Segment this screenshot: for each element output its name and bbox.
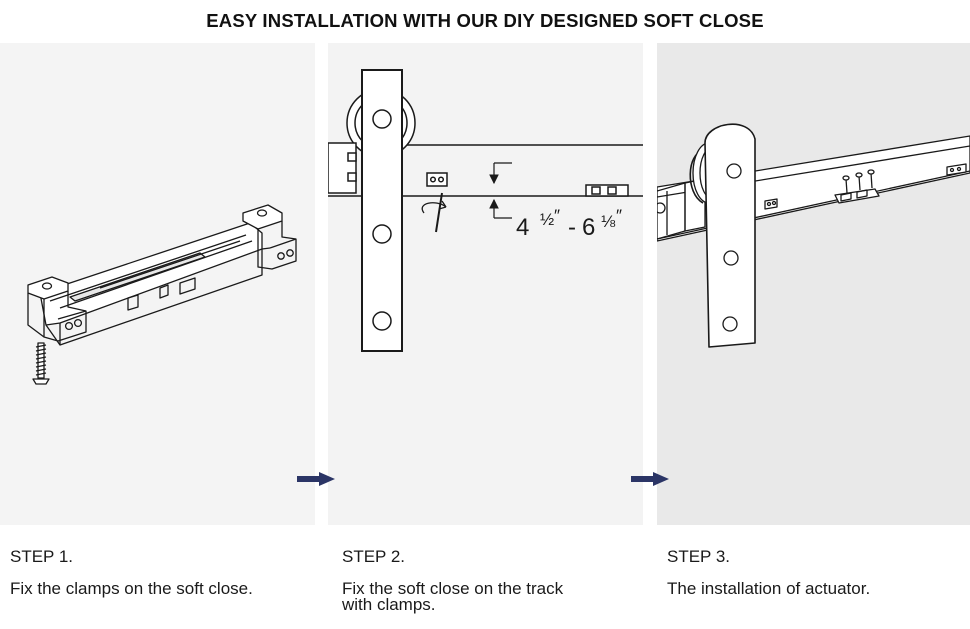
step3-description: The installation of actuator.: [667, 579, 871, 598]
step2-illustration: 4 ½ ″ - 6 ⅛ ″: [328, 43, 643, 525]
step1-heading: STEP 1.: [10, 547, 73, 566]
dimension-to-fraction: ⅛: [601, 212, 616, 231]
soft-close-clamps-drawing: [27, 204, 297, 385]
dimension-from-fraction: ½: [540, 210, 554, 229]
step2-heading: STEP 2.: [342, 547, 405, 566]
step3-illustration: [657, 43, 970, 525]
dimension-separator: -: [568, 214, 576, 241]
dimension-from-whole: 4: [516, 214, 529, 241]
step3-caption: STEP 3. The installation of actuator.: [667, 533, 870, 613]
step1-illustration: [0, 43, 315, 525]
dimension-from-unit: ″: [554, 206, 560, 225]
actuator-drawing: [657, 123, 970, 348]
dimension-to-whole: 6: [582, 214, 595, 241]
step2-description: Fix the soft close on the track with cla…: [342, 579, 564, 614]
track-mount-drawing: 4 ½ ″ - 6 ⅛ ″: [328, 69, 643, 352]
right-arrow-icon: [631, 472, 669, 486]
step1-caption: STEP 1. Fix the clamps on the soft close…: [10, 533, 253, 613]
dimension-to-unit: ″: [616, 206, 622, 225]
page-title: EASY INSTALLATION WITH OUR DIY DESIGNED …: [206, 10, 764, 31]
right-arrow-icon: [297, 472, 335, 486]
step3-heading: STEP 3.: [667, 547, 730, 566]
step2-caption: STEP 2. Fix the soft close on the track …: [342, 533, 632, 629]
step1-description: Fix the clamps on the soft close.: [10, 579, 253, 598]
